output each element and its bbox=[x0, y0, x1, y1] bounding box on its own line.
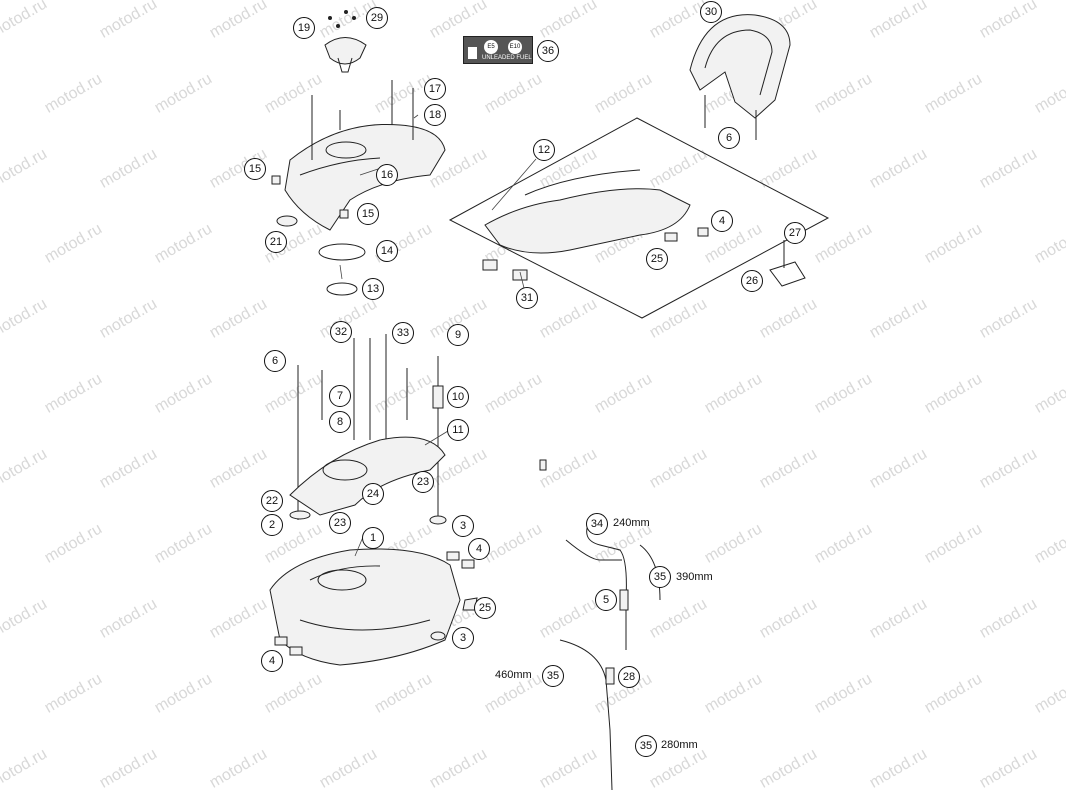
unleaded-fuel-text: UNLEADED FUEL bbox=[482, 55, 532, 61]
callout-8[interactable]: 8 bbox=[329, 411, 351, 433]
callout-35-390[interactable]: 35 bbox=[649, 566, 671, 588]
grab-handle bbox=[689, 14, 791, 140]
callout-22[interactable]: 22 bbox=[261, 490, 283, 512]
fuel-cap-assembly bbox=[324, 10, 367, 73]
callout-15-upper[interactable]: 15 bbox=[244, 158, 266, 180]
callout-6-lower[interactable]: 6 bbox=[264, 350, 286, 372]
callout-26[interactable]: 26 bbox=[741, 270, 763, 292]
callout-4-tank-left[interactable]: 4 bbox=[261, 650, 283, 672]
callout-19[interactable]: 19 bbox=[293, 17, 315, 39]
callout-27[interactable]: 27 bbox=[784, 222, 806, 244]
callout-24[interactable]: 24 bbox=[362, 483, 384, 505]
callout-25-tank[interactable]: 25 bbox=[474, 597, 496, 619]
callout-29[interactable]: 29 bbox=[366, 7, 388, 29]
callout-11[interactable]: 11 bbox=[447, 419, 469, 441]
callout-31[interactable]: 31 bbox=[516, 287, 538, 309]
callout-13[interactable]: 13 bbox=[362, 278, 384, 300]
callout-30[interactable]: 30 bbox=[700, 1, 722, 23]
callout-4-tank-right[interactable]: 4 bbox=[468, 538, 490, 560]
callout-6-upper[interactable]: 6 bbox=[718, 127, 740, 149]
callout-21[interactable]: 21 bbox=[265, 231, 287, 253]
fuel-pump-icon bbox=[468, 47, 477, 59]
callout-28[interactable]: 28 bbox=[618, 666, 640, 688]
callout-36[interactable]: 36 bbox=[537, 40, 559, 62]
fuel-pump-assembly bbox=[289, 334, 447, 525]
callout-17[interactable]: 17 bbox=[424, 78, 446, 100]
callout-25-seat[interactable]: 25 bbox=[646, 248, 668, 270]
callout-34[interactable]: 34 bbox=[586, 513, 608, 535]
callout-9[interactable]: 9 bbox=[447, 324, 469, 346]
fuel-hoses bbox=[539, 459, 661, 791]
tank-cover bbox=[284, 80, 446, 231]
callout-35-460[interactable]: 35 bbox=[542, 665, 564, 687]
callout-2[interactable]: 2 bbox=[261, 514, 283, 536]
fuel-tank bbox=[269, 548, 478, 666]
callout-23-lower[interactable]: 23 bbox=[329, 512, 351, 534]
callout-33[interactable]: 33 bbox=[392, 322, 414, 344]
callout-32[interactable]: 32 bbox=[330, 321, 352, 343]
length-label-280mm: 280mm bbox=[661, 739, 698, 751]
callout-35-280[interactable]: 35 bbox=[635, 735, 657, 757]
callout-18[interactable]: 18 bbox=[424, 104, 446, 126]
tank-seal-rings bbox=[271, 175, 366, 296]
seat-assembly bbox=[448, 117, 830, 319]
e10-mark: E10 bbox=[508, 40, 522, 54]
callout-4-seat[interactable]: 4 bbox=[711, 210, 733, 232]
unleaded-fuel-label: E5 E10 UNLEADED FUEL bbox=[463, 36, 533, 64]
callout-10[interactable]: 10 bbox=[447, 386, 469, 408]
callout-3-lower[interactable]: 3 bbox=[452, 627, 474, 649]
callout-15-lower[interactable]: 15 bbox=[357, 203, 379, 225]
callout-1[interactable]: 1 bbox=[362, 527, 384, 549]
length-label-240mm: 240mm bbox=[613, 517, 650, 529]
callout-12[interactable]: 12 bbox=[533, 139, 555, 161]
callout-5[interactable]: 5 bbox=[595, 589, 617, 611]
callout-14[interactable]: 14 bbox=[376, 240, 398, 262]
callout-23-upper[interactable]: 23 bbox=[412, 471, 434, 493]
length-label-390mm: 390mm bbox=[676, 571, 713, 583]
callout-16[interactable]: 16 bbox=[376, 164, 398, 186]
callout-7[interactable]: 7 bbox=[329, 385, 351, 407]
e5-mark: E5 bbox=[484, 40, 498, 54]
callout-3-upper[interactable]: 3 bbox=[452, 515, 474, 537]
length-label-460mm: 460mm bbox=[495, 669, 532, 681]
